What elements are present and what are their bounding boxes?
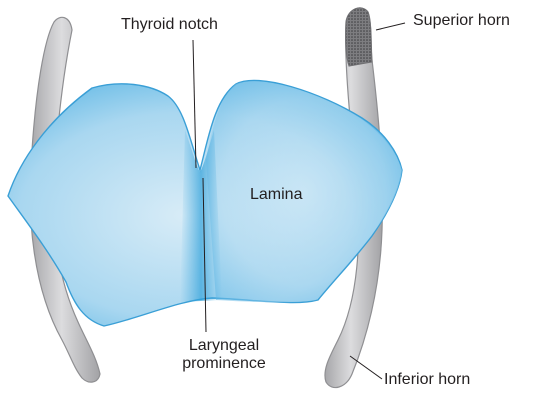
thyroid-notch-label: Thyroid notch bbox=[121, 16, 218, 34]
lamina-label: Lamina bbox=[250, 186, 302, 204]
inferior-horn-label: Inferior horn bbox=[384, 371, 470, 389]
laryngeal-prominence-label-line1: Laryngeal bbox=[166, 337, 282, 355]
laryngeal-prominence-label-line2: prominence bbox=[166, 355, 282, 373]
laryngeal-prominence-label: Laryngeal prominence bbox=[166, 337, 282, 374]
superior-horn-leader bbox=[376, 23, 405, 30]
superior-horn-label: Superior horn bbox=[413, 12, 510, 30]
